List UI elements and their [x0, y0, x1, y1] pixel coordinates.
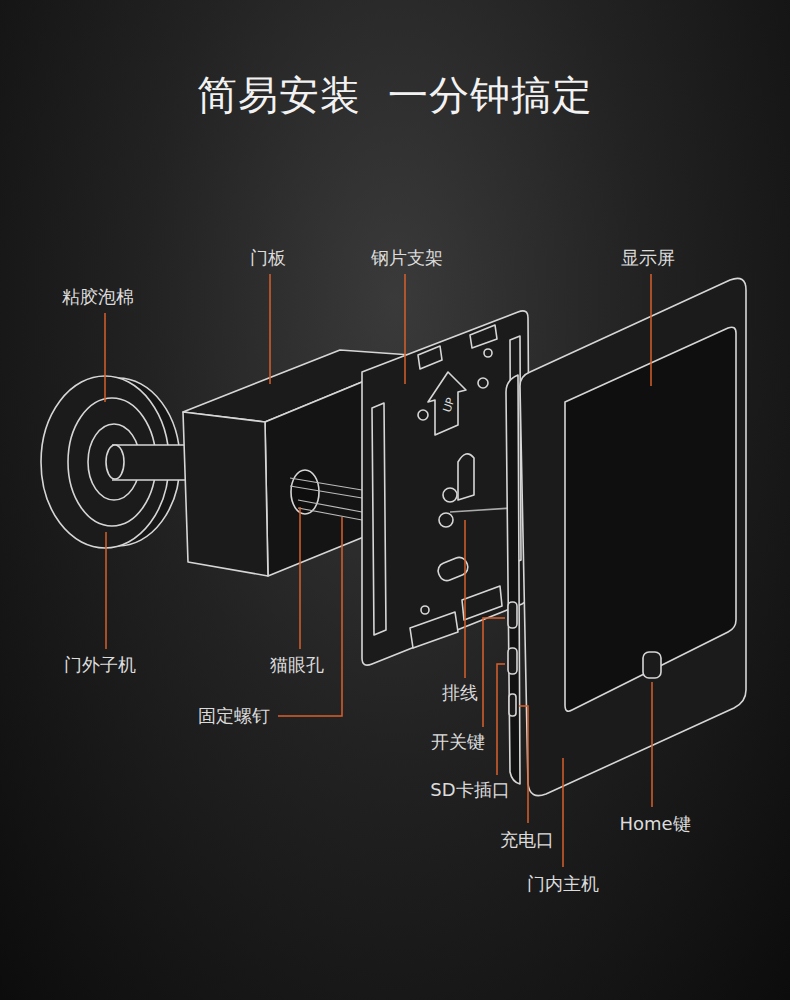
part-label: 门内主机 — [527, 873, 599, 895]
part-label: 粘胶泡棉 — [62, 286, 134, 308]
part-label: 开关键 — [431, 731, 485, 753]
leader-line — [105, 532, 107, 649]
leader-line — [651, 682, 653, 807]
leader-line — [404, 274, 406, 384]
peephole — [291, 470, 319, 514]
part-label: SD卡插口 — [430, 779, 509, 801]
cable-slot — [458, 454, 474, 500]
charge-port — [509, 694, 516, 716]
leader-line — [497, 664, 505, 775]
hole — [418, 410, 428, 420]
page-title: 简易安装 一分钟搞定 — [197, 68, 593, 123]
leader-line — [299, 507, 301, 649]
leader-line — [483, 618, 505, 727]
part-label: 显示屏 — [621, 247, 675, 269]
up-arrow — [428, 372, 466, 435]
screw-head — [443, 488, 457, 502]
part-label: Home键 — [619, 813, 690, 835]
part-label: 钢片支架 — [371, 247, 443, 269]
home-button — [643, 652, 661, 678]
bracket-slot — [372, 403, 386, 635]
exploded-view — [41, 278, 746, 795]
hole — [478, 378, 488, 388]
leader-line — [519, 706, 528, 823]
power-key — [508, 602, 517, 628]
leader-line — [562, 758, 564, 867]
hole — [484, 349, 492, 357]
bracket-tabs — [410, 586, 502, 648]
panel-marking: UP — [440, 396, 457, 414]
part-label: 充电口 — [500, 829, 554, 851]
part-label: 门外子机 — [64, 654, 136, 676]
steel-bracket — [362, 311, 530, 665]
leader-line — [464, 520, 466, 678]
main-unit-side — [506, 375, 520, 784]
leader-line — [650, 274, 652, 386]
part-label: 固定螺钉 — [198, 705, 270, 727]
screws — [290, 478, 362, 520]
leader-line — [278, 517, 342, 716]
leader-lines — [105, 274, 652, 867]
tube-end — [106, 445, 124, 479]
main-unit-front — [520, 278, 746, 795]
bracket-tabs — [418, 325, 497, 369]
screw-head — [439, 513, 453, 527]
leader-line — [104, 313, 106, 402]
door-front — [183, 412, 268, 576]
part-label: 猫眼孔 — [270, 654, 324, 676]
sd-slot — [508, 648, 517, 674]
hole — [421, 606, 429, 614]
part-label: 排线 — [442, 682, 478, 704]
leader-line — [269, 274, 271, 384]
part-label: 门板 — [250, 247, 286, 269]
cable — [450, 508, 512, 512]
